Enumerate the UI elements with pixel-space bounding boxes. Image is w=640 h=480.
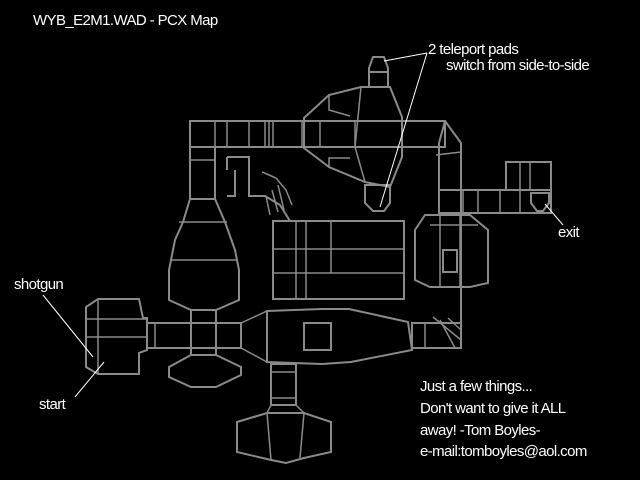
exit-block: [505, 161, 552, 191]
start-pointer: [74, 361, 105, 398]
south-corridor-lines: [271, 371, 296, 399]
exit-pointer: [544, 203, 564, 226]
west-corridor-lines: [154, 310, 268, 363]
exit-corridor-dividers: [462, 162, 531, 213]
curved-corridor: [226, 156, 291, 222]
bottom-big-room: [266, 308, 414, 366]
right-connector: [411, 322, 462, 349]
left-vase-room: [168, 198, 240, 311]
annotation-lines: [42, 52, 564, 398]
right-corridor-line: [435, 151, 462, 156]
start-room: [85, 298, 148, 375]
teleport-pad-bottom: [364, 184, 391, 212]
start-room-lines: [86, 299, 147, 374]
exit-corridor: [438, 189, 552, 214]
propeller-room-lines: [266, 404, 305, 461]
map-walls: [85, 56, 552, 465]
map-title: WYB_E2M1.WAD - PCX Map: [33, 12, 218, 29]
note-line-2: Don't want to give it ALL: [420, 400, 566, 417]
shotgun-pointer: [42, 294, 94, 358]
note-line-1: Just a few things...: [420, 378, 532, 395]
note-line-4: e-mail:tomboyles@aol.com: [420, 443, 587, 460]
south-corridor: [270, 363, 297, 406]
right-connector-steps: [424, 316, 462, 349]
west-corridor: [146, 322, 242, 349]
note-line-3: away! -Tom Boyles-: [420, 422, 541, 439]
right-room-lines: [430, 215, 478, 287]
middle-block-dividers: [273, 221, 404, 299]
hub-lower-room: [168, 354, 242, 388]
bottom-room-pillar: [303, 322, 332, 351]
top-corridor: [189, 120, 446, 148]
start-label: start: [39, 396, 67, 413]
top-corridor-dividers: [214, 121, 403, 147]
right-round-room: [414, 214, 489, 288]
curved-corridor-steps: [261, 171, 293, 216]
upper-room-lines: [328, 86, 366, 183]
middle-block: [272, 220, 405, 300]
propeller-room: [236, 412, 332, 465]
upper-diamond-room: [303, 86, 403, 189]
teleport-pointer: [379, 52, 428, 208]
shotgun-label: shotgun: [14, 276, 63, 293]
right-room-pillar: [442, 249, 458, 273]
teleport-pad-top: [368, 56, 389, 88]
teleport-label: 2 teleport pads: [428, 41, 518, 58]
teleport-sublabel: switch from side-to-side: [446, 57, 589, 74]
left-vase-lines: [170, 221, 237, 261]
exit-label: exit: [558, 224, 580, 241]
left-column: [189, 146, 216, 200]
exit-pad: [530, 192, 550, 212]
